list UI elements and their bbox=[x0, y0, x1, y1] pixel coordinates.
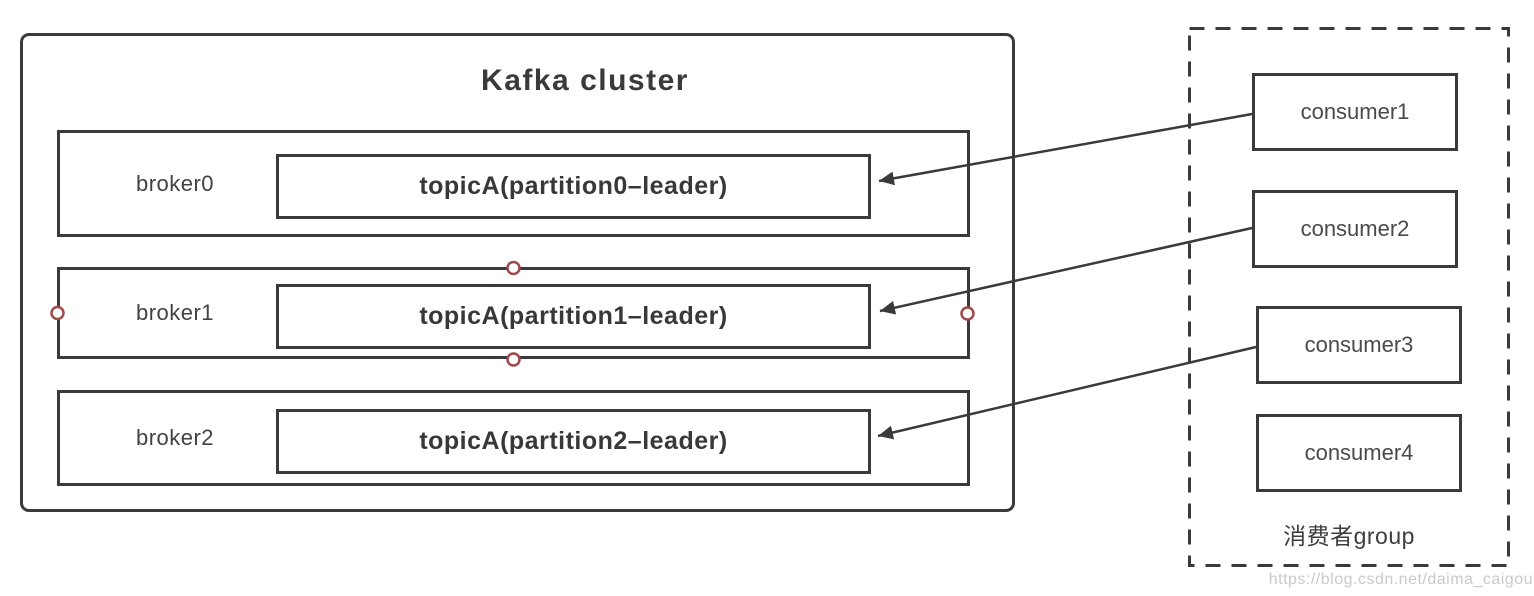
consumer3-box: consumer3 bbox=[1256, 306, 1462, 384]
consumer4-box: consumer4 bbox=[1256, 414, 1462, 492]
consumer1-label: consumer1 bbox=[1300, 99, 1410, 124]
topicA-partition0-box: topicA(partition0–leader) bbox=[276, 154, 871, 219]
consumer4-label: consumer4 bbox=[1304, 440, 1414, 465]
consumer3-label: consumer3 bbox=[1304, 332, 1414, 357]
kafka-cluster-title: Kafka cluster bbox=[481, 64, 689, 97]
broker1-box: broker1 topicA(partition1–leader) bbox=[57, 267, 970, 359]
topicA-partition0-label: topicA(partition0–leader) bbox=[419, 172, 728, 200]
topicA-partition2-label: topicA(partition2–leader) bbox=[419, 427, 728, 455]
broker2-label: broker2 bbox=[135, 425, 215, 450]
consumer-group-label: 消费者group bbox=[1283, 523, 1415, 549]
watermark-text: https://blog.csdn.net/daima_caigou bbox=[1268, 571, 1533, 588]
broker0-box: broker0 topicA(partition0–leader) bbox=[57, 130, 970, 237]
broker1-label: broker1 bbox=[135, 300, 215, 325]
topicA-partition1-label: topicA(partition1–leader) bbox=[419, 302, 728, 330]
topicA-partition1-box: topicA(partition1–leader) bbox=[276, 284, 871, 349]
consumer2-label: consumer2 bbox=[1300, 216, 1410, 241]
broker0-label: broker0 bbox=[135, 170, 215, 196]
consumer1-box: consumer1 bbox=[1252, 73, 1458, 151]
consumer2-box: consumer2 bbox=[1252, 190, 1458, 268]
topicA-partition2-box: topicA(partition2–leader) bbox=[276, 409, 871, 474]
broker2-box: broker2 topicA(partition2–leader) bbox=[57, 390, 970, 486]
